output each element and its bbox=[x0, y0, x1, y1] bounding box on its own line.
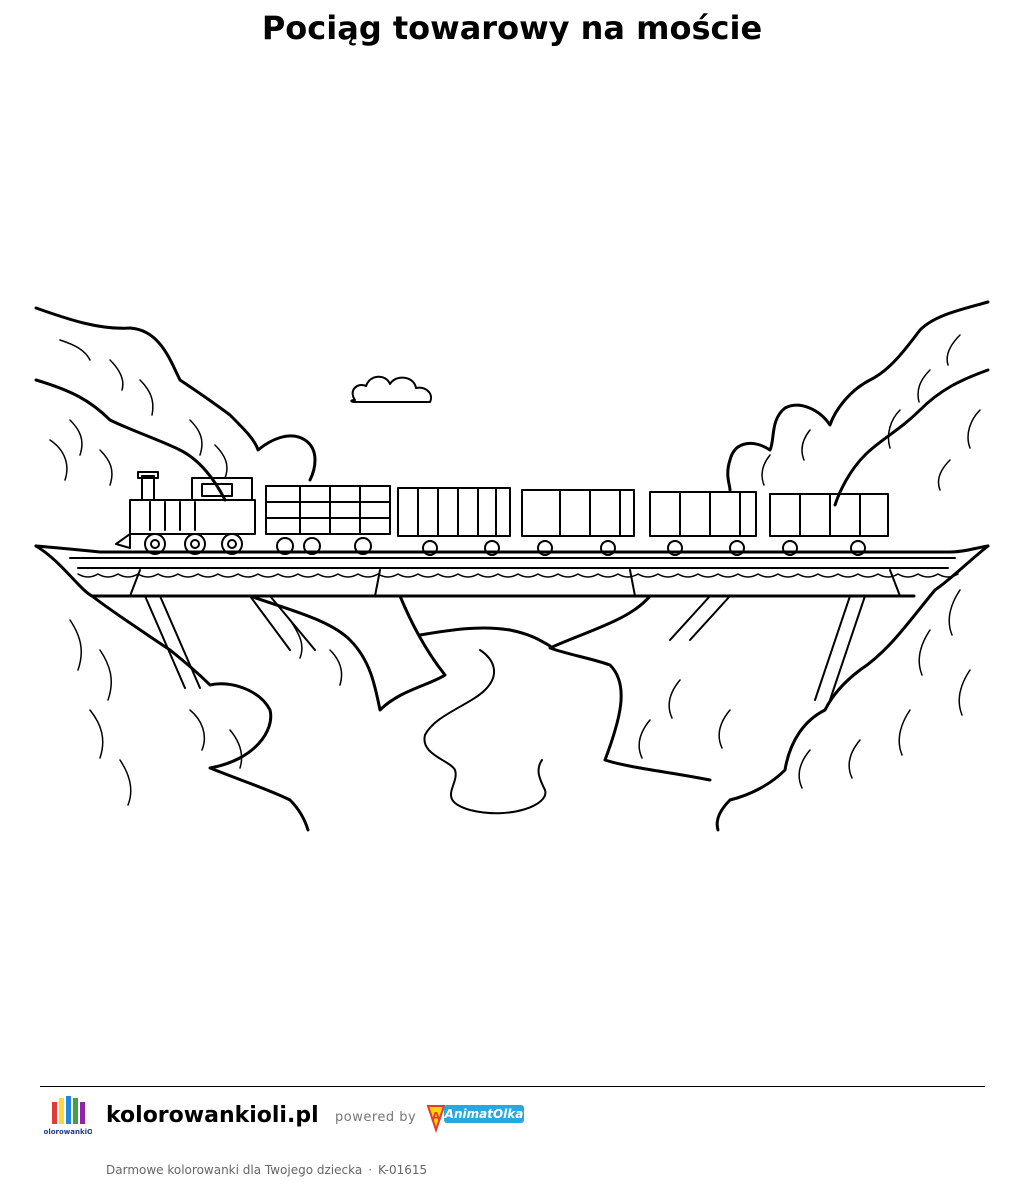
animatolka-logo-icon: A AnimatOlka bbox=[426, 1105, 524, 1134]
footer-divider bbox=[40, 1086, 985, 1087]
site-name[interactable]: kolorowankioli.pl bbox=[106, 1103, 319, 1128]
page-title: Pociąg towarowy na moście bbox=[261, 9, 763, 47]
bridge-scallop bbox=[77, 573, 959, 578]
site-logo-text: KolorowankiOli bbox=[44, 1128, 92, 1136]
wagon-3 bbox=[521, 489, 635, 556]
left-mountain-outline bbox=[34, 306, 317, 482]
canyon-left bbox=[34, 544, 310, 832]
left-mountain-inner bbox=[34, 378, 227, 502]
right-mountain-outline bbox=[726, 300, 990, 492]
canyon-left-rock bbox=[248, 594, 447, 712]
footer-tagline: Darmowe kolorowanki dla Twojego dziecka bbox=[106, 1163, 363, 1177]
wagon-5 bbox=[769, 493, 889, 556]
footer-tagline-line: Darmowe kolorowanki dla Twojego dziecka ·… bbox=[106, 1162, 427, 1178]
page-code: K-01615 bbox=[378, 1163, 428, 1177]
locomotive bbox=[115, 471, 256, 555]
site-logo-icon[interactable]: KolorowankiOli bbox=[38, 1094, 98, 1142]
bridge-support-left bbox=[144, 595, 316, 689]
train-bridge-line-art bbox=[34, 300, 990, 832]
footer-separator: · bbox=[368, 1163, 373, 1177]
coloring-illustration bbox=[30, 290, 994, 840]
canyon-rock-mid bbox=[418, 626, 552, 648]
wagon-4 bbox=[649, 491, 757, 556]
river bbox=[423, 649, 547, 815]
partner-logo-icon[interactable]: A AnimatOlka bbox=[424, 1098, 528, 1134]
bridge-support-right bbox=[669, 595, 866, 701]
wagon-2 bbox=[397, 487, 511, 556]
cloud bbox=[350, 375, 432, 403]
canyon-right-rock bbox=[548, 594, 712, 782]
partner-logo-text: AnimatOlka bbox=[444, 1107, 524, 1121]
bridge-deck-top bbox=[34, 544, 990, 554]
right-mountain-inner bbox=[833, 368, 990, 507]
powered-by-label: powered by bbox=[335, 1110, 417, 1125]
crayons-logo-icon: KolorowankiOli bbox=[38, 1096, 98, 1136]
svg-text:A: A bbox=[432, 1110, 441, 1123]
canyon-right bbox=[715, 544, 990, 832]
wagon-1 bbox=[265, 485, 391, 555]
